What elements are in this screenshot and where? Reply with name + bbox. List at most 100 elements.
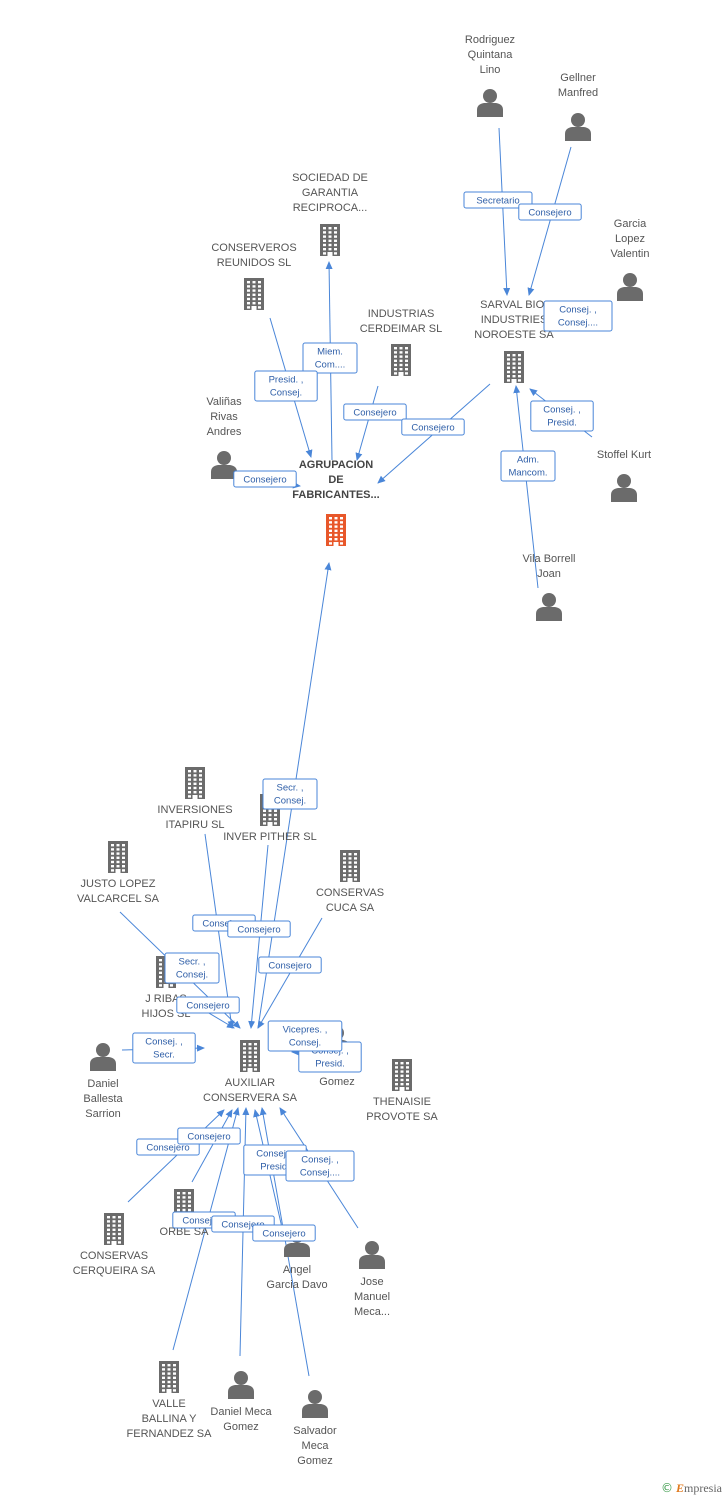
node-stoffel[interactable]: Stoffel Kurt [597, 449, 651, 502]
edge-label-text: Secr. [153, 1050, 175, 1061]
edge-label-text: Consejero [528, 208, 571, 219]
person-icon [228, 1371, 254, 1399]
edge-label-text: Secr. , [179, 957, 206, 968]
edge-label-e10[interactable]: Consejero [233, 470, 297, 488]
building-icon [504, 351, 524, 383]
node-label-line: REUNIDOS SL [217, 257, 292, 269]
edge-rodriguez-to-sarval [498, 127, 511, 296]
person-icon [536, 593, 562, 621]
node-label-line: Salvador [293, 1425, 337, 1437]
edge-label-text: Adm. [517, 455, 539, 466]
edge-label-e8[interactable]: Consejero [343, 403, 407, 421]
edge-label-text: Consejero [221, 1220, 264, 1231]
building-icon [244, 278, 264, 310]
edge-label-e1[interactable]: Secretario [463, 191, 533, 209]
node-label-line: INVER PITHER SL [223, 831, 317, 843]
node-label-line: Daniel [87, 1078, 118, 1090]
node-sociedad[interactable]: SOCIEDAD DEGARANTIARECIPROCA... [292, 172, 368, 256]
node-label-line: DE [328, 474, 343, 486]
edge-label-e6[interactable]: Miem.Com.... [302, 342, 358, 374]
node-label-line: ORBE SA [160, 1226, 210, 1238]
edge-label-text: Presid. [547, 418, 577, 429]
person-icon [90, 1043, 116, 1071]
building-icon [185, 767, 205, 799]
edge-label-e3[interactable]: Consej. ,Consej.... [543, 300, 613, 332]
edge-label-e16[interactable]: Consejero [176, 996, 240, 1014]
node-label-line: ITAPIRU SL [165, 819, 224, 831]
node-label-line: CERDEIMAR SL [360, 323, 443, 335]
node-label-line: INDUSTRIES [481, 314, 548, 326]
edge-label-e11[interactable]: Secr. ,Consej. [262, 778, 318, 810]
edge-label-text: Consej. , [145, 1037, 183, 1048]
building-icon [159, 1361, 179, 1393]
edge-label-text: Consej. [176, 970, 208, 981]
brand-name: mpresia [684, 1481, 722, 1495]
edge-label-text: Consejero [262, 1229, 305, 1240]
node-label-line: Angel [283, 1264, 311, 1276]
node-label-line: CUCA SA [326, 902, 375, 914]
node-label-line: CERQUEIRA SA [73, 1265, 156, 1277]
edge-label-text: Consej. [289, 1038, 321, 1049]
node-jose[interactable]: JoseManuelMeca... [354, 1241, 390, 1318]
node-label-line: Manuel [354, 1291, 390, 1303]
node-label-line: Gomez [297, 1455, 332, 1467]
edge-label-e19[interactable]: Vicepres. ,Consej. [267, 1020, 343, 1052]
node-label-line: FABRICANTES... [292, 489, 379, 501]
node-label-line: SARVAL BIO- [480, 299, 548, 311]
node-agrupacion[interactable]: AGRUPACIONDEFABRICANTES... [292, 459, 380, 546]
edge-label-text: Presid. [315, 1059, 345, 1070]
building-icon [108, 841, 128, 873]
edge-valle-to-auxiliar [172, 1107, 240, 1351]
edge-label-e7[interactable]: Presid. ,Consej. [254, 370, 318, 402]
edge-label-text: Consejero [268, 961, 311, 972]
node-label-line: VALLE [152, 1398, 185, 1410]
edge-gellner-to-sarval [527, 146, 572, 296]
edge-label-e5[interactable]: Adm. Mancom. [500, 450, 556, 482]
person-icon [611, 474, 637, 502]
edge-label-e15[interactable]: Consejero [258, 956, 322, 974]
edge-label-e2[interactable]: Consejero [518, 203, 582, 221]
node-label-line: AUXILIAR [225, 1077, 275, 1089]
empresia-brand[interactable]: © Empresia [661, 1481, 722, 1496]
edge-label-e26[interactable]: Consejero [252, 1224, 316, 1242]
node-label-line: Lopez [615, 233, 645, 245]
edge-label-e17[interactable]: Consej. , Secr. [132, 1032, 196, 1064]
edge-label-text: Consej. , [543, 405, 581, 416]
node-label-line: Stoffel Kurt [597, 449, 651, 461]
edge-label-e14[interactable]: Secr. , Consej. [164, 952, 220, 984]
edge-label-e4[interactable]: Consej. , Presid. [530, 400, 594, 432]
edge-label-text: Consejero [186, 1001, 229, 1012]
edge-label-text: Consejero [187, 1132, 230, 1143]
node-label-line: FERNANDEZ SA [127, 1428, 213, 1440]
edge-label-e9[interactable]: Consejero [401, 418, 465, 436]
person-icon [477, 89, 503, 117]
node-label-line: Joan [537, 568, 561, 580]
node-label-line: Daniel Meca [210, 1406, 272, 1418]
node-label-line: Lino [480, 64, 501, 76]
edge-label-e21[interactable]: Consejero [177, 1127, 241, 1145]
edge-label-e13[interactable]: Consejero [227, 920, 291, 938]
building-icon [326, 514, 346, 546]
edge-label-e23[interactable]: Consej. ,Consej.... [285, 1150, 355, 1182]
edge-label-text: Mancom. [508, 468, 547, 479]
